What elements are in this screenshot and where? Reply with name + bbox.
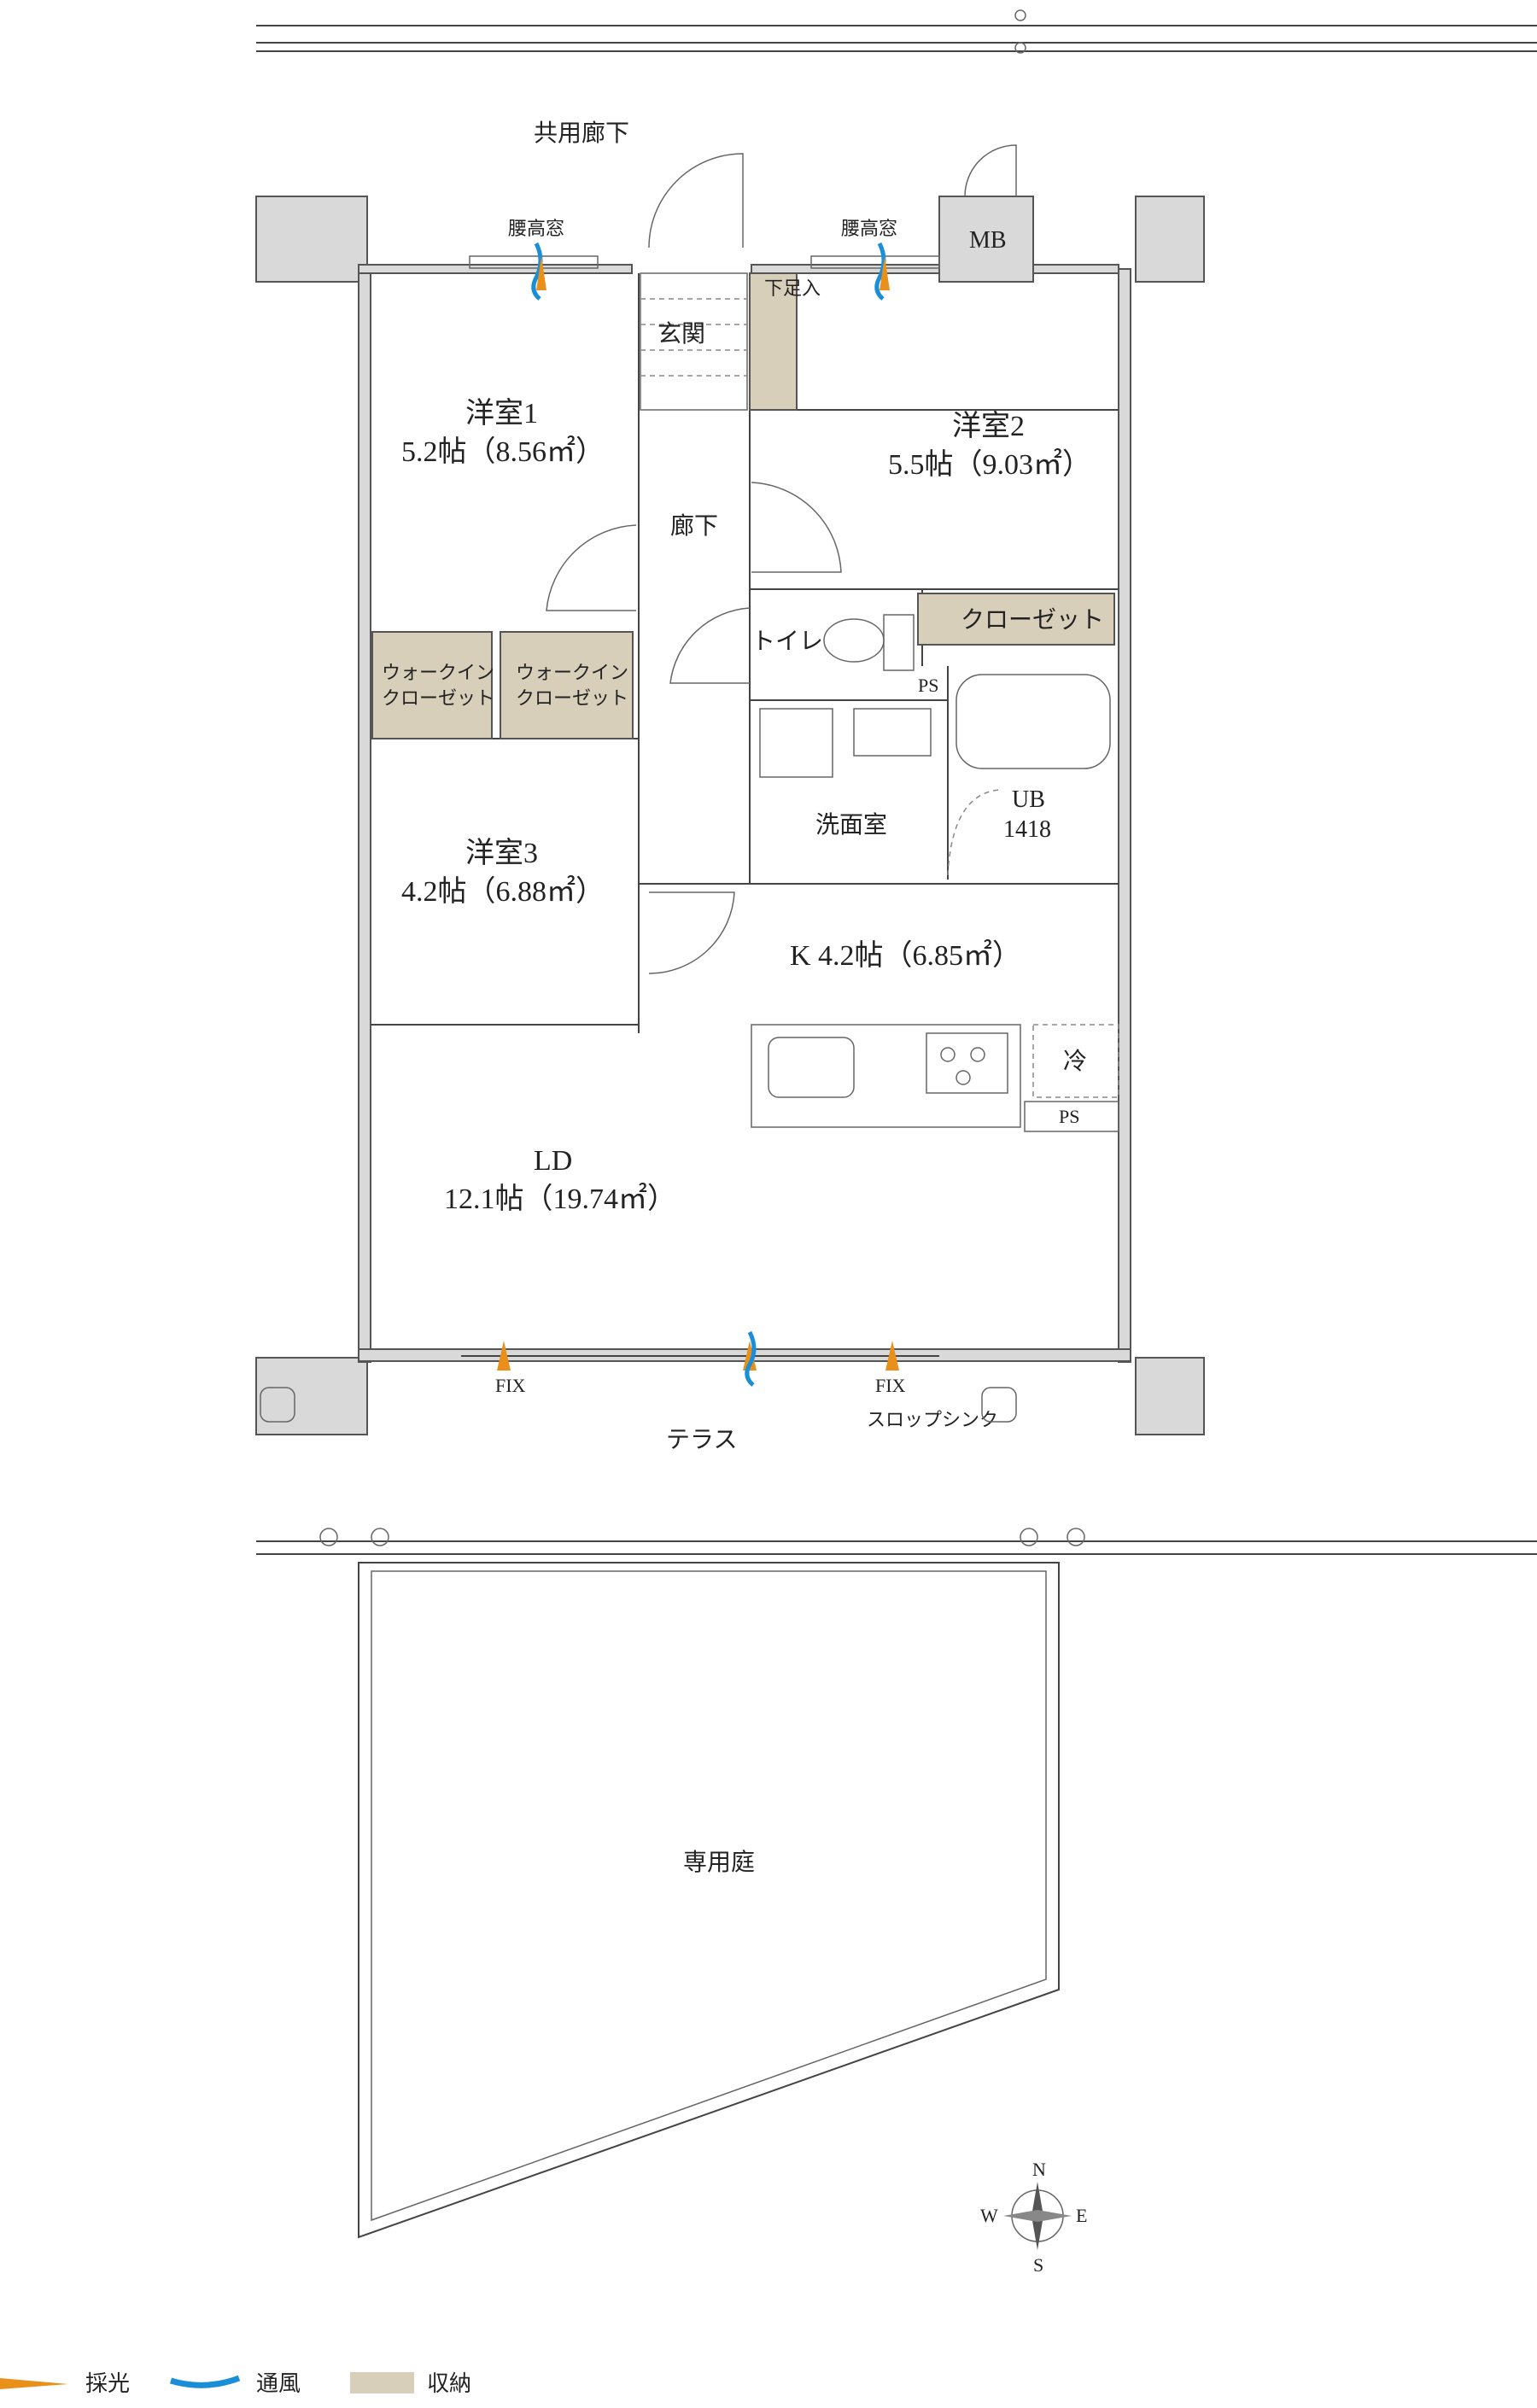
fix-right-label: FIX (875, 1375, 906, 1396)
washroom-label: 洗面室 (815, 811, 887, 839)
window-right-label: 腰高窓 (841, 218, 897, 239)
room2-name: 洋室2 (952, 410, 1025, 442)
legend-daylight-label: 採光 (85, 2370, 130, 2396)
outer-walls (255, 196, 1205, 1435)
shoe-storage-label: 下足入 (764, 278, 821, 299)
hallway-label: 廊下 (670, 512, 718, 540)
compass-e: E (1076, 2205, 1087, 2226)
window-left-label: 腰高窓 (508, 218, 564, 239)
kitchen-sink-icon (768, 1037, 855, 1098)
room3-door (648, 891, 735, 974)
mb-label: MB (969, 227, 1007, 254)
entrance: 玄関 下足入 (640, 153, 821, 411)
fridge-label: 冷 (1063, 1048, 1087, 1075)
daylight-icon (880, 256, 890, 290)
room1-name: 洋室1 (465, 397, 538, 430)
ps-lower-label: PS (1059, 1106, 1079, 1127)
shoe-storage (749, 272, 798, 411)
wic2-label-2: クローゼット (516, 687, 628, 709)
room2-door (751, 482, 842, 573)
toilet-icon (823, 618, 885, 663)
daylight-icon (885, 1341, 899, 1371)
slop-sink-icon (981, 1387, 1017, 1423)
garden-outline (358, 1562, 1060, 2239)
compass-w: W (980, 2205, 998, 2226)
entrance-label: 玄関 (657, 320, 705, 348)
daylight-icon (536, 256, 546, 290)
walk-in-closet-1 (371, 631, 493, 739)
fridge-space (1032, 1024, 1119, 1098)
closet-label: クローゼット (961, 606, 1104, 634)
sink-icon (853, 708, 932, 757)
legend: 採光 通風 収納 (0, 2370, 471, 2396)
legend-storage-swatch (350, 2372, 414, 2393)
toilet-label: トイレ (751, 628, 823, 655)
terrace-railing (256, 1528, 1537, 1555)
legend-ventilation-label: 通風 (256, 2370, 301, 2396)
slop-sink-label: スロップシンク (867, 1409, 998, 1430)
mb-door (964, 144, 1017, 197)
fix-left-label: FIX (495, 1375, 526, 1396)
top-railing (256, 9, 1537, 54)
bathtub-icon (956, 674, 1111, 769)
legend-daylight-swatch (0, 2378, 68, 2389)
wic2-label-1: ウォークイン (516, 662, 628, 683)
terrace-label: テラス (666, 1427, 737, 1453)
compass-n: N (1032, 2159, 1046, 2180)
wic1-label-2: クローゼット (382, 687, 494, 709)
daylight-icon (497, 1341, 511, 1371)
room3-name: 洋室3 (465, 837, 538, 869)
ld-name: LD (534, 1145, 572, 1177)
corridor-label: 共用廊下 (534, 120, 629, 147)
closet (917, 593, 1115, 646)
compass-icon: N E S W (980, 2159, 1087, 2276)
kitchen-label: K 4.2帖（6.85㎡） (790, 939, 1021, 972)
wic1-label-1: ウォークイン (382, 662, 494, 683)
ventilation-icon (531, 242, 543, 301)
legend-storage-label: 収納 (427, 2370, 471, 2396)
washer-icon (759, 708, 833, 778)
ld-size: 12.1帖（19.74㎡） (444, 1183, 676, 1215)
ventilation-icon (745, 1330, 757, 1387)
ub-label-1: UB (1012, 786, 1045, 813)
legend-ventilation-swatch (169, 2375, 241, 2388)
terrace-windows: FIX FIX (461, 1330, 939, 1396)
ventilation-icon (874, 242, 886, 301)
kitchen-counter (751, 1024, 1021, 1128)
daylight-icon (743, 1341, 757, 1371)
walk-in-closet-2 (500, 631, 634, 739)
garden-inner-outline (371, 1570, 1047, 2222)
room1-size: 5.2帖（8.56㎡） (401, 435, 605, 468)
toilet-tank-icon (883, 614, 915, 671)
hallway-door (669, 607, 751, 684)
bath-door (947, 789, 1000, 876)
ps-upper-label: PS (918, 675, 938, 696)
ps-lower-box (1024, 1101, 1119, 1132)
compass-s: S (1033, 2254, 1043, 2276)
room2-size: 5.5帖（9.03㎡） (888, 448, 1091, 481)
ub-label-2: 1418 (1003, 816, 1051, 843)
room1-door (546, 524, 637, 611)
stove-icon (926, 1032, 1008, 1094)
garden-label: 専用庭 (683, 1849, 755, 1876)
corridor-windows: 腰高窓 腰高窓 (469, 218, 940, 301)
slop-sink-icon (260, 1387, 295, 1423)
room3-size: 4.2帖（6.88㎡） (401, 875, 605, 908)
